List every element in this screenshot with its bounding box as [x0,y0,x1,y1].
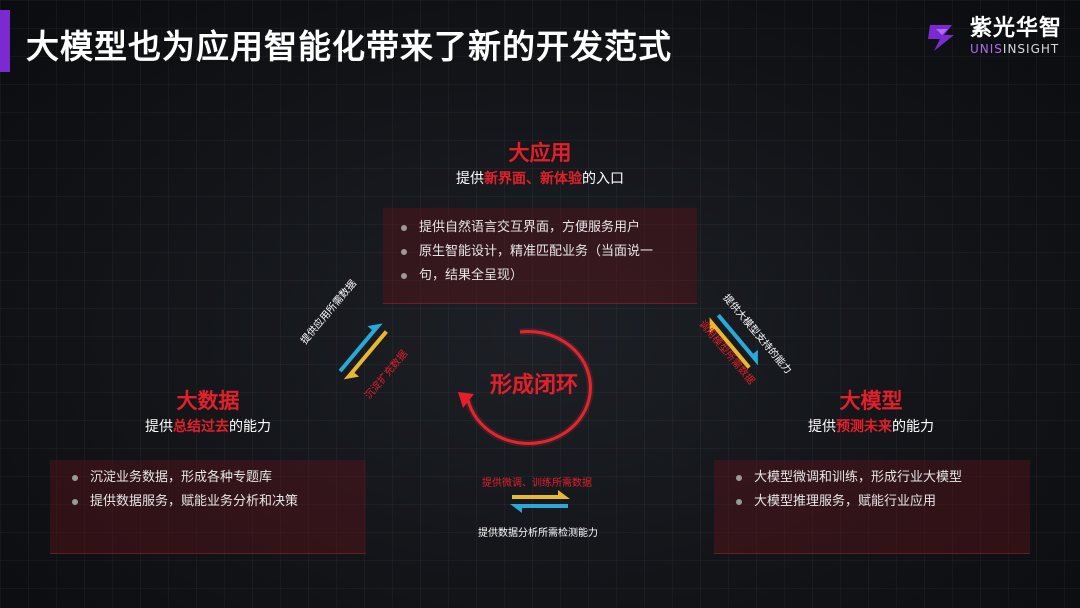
logo-mark-icon [927,25,954,51]
model-item-2: 大模型推理服务，赋能行业应用 [732,490,1012,514]
loop-arc-glow [464,328,594,447]
loop-arc [466,330,592,445]
model-item-1: 大模型微调和训练，形成行业大模型 [732,466,1012,490]
app-subtitle: 提供新界面、新体验的入口 [456,171,624,187]
model-subtitle: 提供预测未来的能力 [808,419,934,435]
flow-bottom-top: 提供微调、训练所需数据 [482,478,592,489]
app-title: 大应用 [508,141,572,165]
logo-cn-text: 紫光华智 [969,16,1062,41]
data-item-1: 沉淀业务数据，形成各种专题库 [68,466,348,490]
bottom-arrows [510,490,570,513]
app-item-1: 提供自然语言交互界面，方便服务用户 [397,216,683,240]
app-list: 提供自然语言交互界面，方便服务用户 原生智能设计，精准匹配业务（当面说一 句，结… [397,216,683,288]
loop-arrowhead-icon [458,392,474,408]
model-title: 大模型 [839,389,903,413]
data-item-2: 提供数据服务，赋能业务分析和决策 [68,490,348,514]
left-arrows [338,323,388,380]
app-item-2: 原生智能设计，精准匹配业务（当面说一 [397,240,683,264]
data-panel: 沉淀业务数据，形成各种专题库 提供数据服务，赋能业务分析和决策 [50,460,366,554]
data-title: 大数据 [176,389,240,413]
logo-en-text: UNISINSIGHT [970,41,1062,57]
model-panel: 大模型微调和训练，形成行业大模型 大模型推理服务，赋能行业应用 [714,460,1030,554]
logo-en-b: INSIGHT [1002,42,1060,56]
right-arrows [709,313,758,369]
app-panel: 提供自然语言交互界面，方便服务用户 原生智能设计，精准匹配业务（当面说一 句，结… [383,208,697,304]
data-list: 沉淀业务数据，形成各种专题库 提供数据服务，赋能业务分析和决策 [68,466,348,514]
app-item-3: 句，结果全呈现） [397,264,683,288]
logo-en-a: UNIS [969,42,1003,56]
data-subtitle: 提供总结过去的能力 [145,419,271,435]
title-accent-bar [0,10,10,72]
model-list: 大模型微调和训练，形成行业大模型 大模型推理服务，赋能行业应用 [732,466,1012,514]
flow-bottom-bottom: 提供数据分析所需检测能力 [478,528,598,539]
brand-logo: 紫光华智 UNISINSIGHT [922,14,1062,60]
loop-label: 形成闭环 [490,373,579,398]
page-title: 大模型也为应用智能化带来了新的开发范式 [26,27,672,66]
